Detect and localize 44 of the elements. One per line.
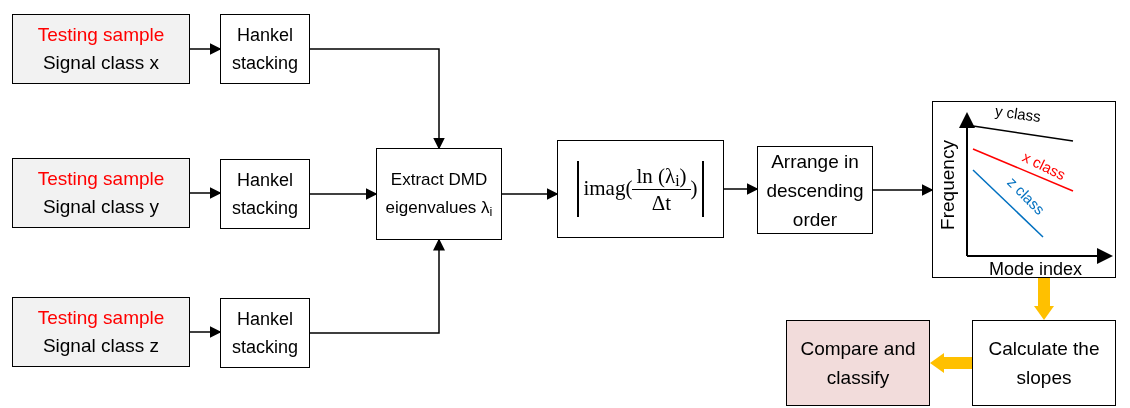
- arrow: [189, 326, 222, 338]
- process-box: [220, 14, 310, 84]
- sample-title: Testing sample: [37, 306, 165, 330]
- box-label: Arrange in descending order: [765, 149, 865, 232]
- formula-denominator: Δt: [651, 189, 672, 216]
- sample-title: Testing sample: [37, 167, 165, 191]
- formula-text: imag(: [583, 175, 633, 203]
- arrow: [309, 238, 445, 334]
- chart-panel: [932, 101, 1116, 278]
- process-box: [376, 148, 502, 240]
- arrow: [723, 183, 759, 195]
- formula-box: [557, 140, 724, 238]
- process-box: [786, 320, 930, 406]
- box-label: Calculate the slopes: [987, 337, 1101, 390]
- box-label: Hankel stacking: [230, 169, 299, 220]
- process-box: [220, 298, 310, 368]
- formula-numerator: ln (λ$_{i}$): [632, 162, 691, 190]
- arrow: [189, 187, 222, 199]
- axis-label: Frequency: [937, 140, 959, 230]
- series-label: y class: [994, 102, 1042, 126]
- arrow: [309, 188, 378, 200]
- block-arrow: [930, 353, 972, 373]
- box-label: Hankel stacking: [230, 308, 299, 359]
- class-label: Signal class z: [42, 334, 160, 358]
- class-label: Signal class y: [42, 195, 160, 219]
- sample-box: [12, 297, 190, 367]
- axis-label: Mode index: [989, 258, 1083, 281]
- arrow: [872, 184, 934, 196]
- process-box: [220, 159, 310, 229]
- formula-text: ): [690, 175, 698, 203]
- box-label: Hankel stacking: [230, 24, 299, 75]
- box-label: Compare and classify: [799, 337, 917, 390]
- box-label: Extract DMD eigenvalues λ$_{i}$: [384, 169, 494, 222]
- series-label: x class: [1019, 148, 1069, 184]
- block-arrow: [1034, 278, 1054, 320]
- arrow: [189, 43, 222, 55]
- sample-box: [12, 158, 190, 228]
- sample-box: [12, 14, 190, 84]
- process-box: [972, 320, 1116, 406]
- sample-title: Testing sample: [37, 23, 165, 47]
- arrow: [501, 188, 559, 200]
- arrow: [309, 48, 445, 150]
- class-label: Signal class x: [42, 51, 160, 75]
- process-box: [757, 146, 873, 234]
